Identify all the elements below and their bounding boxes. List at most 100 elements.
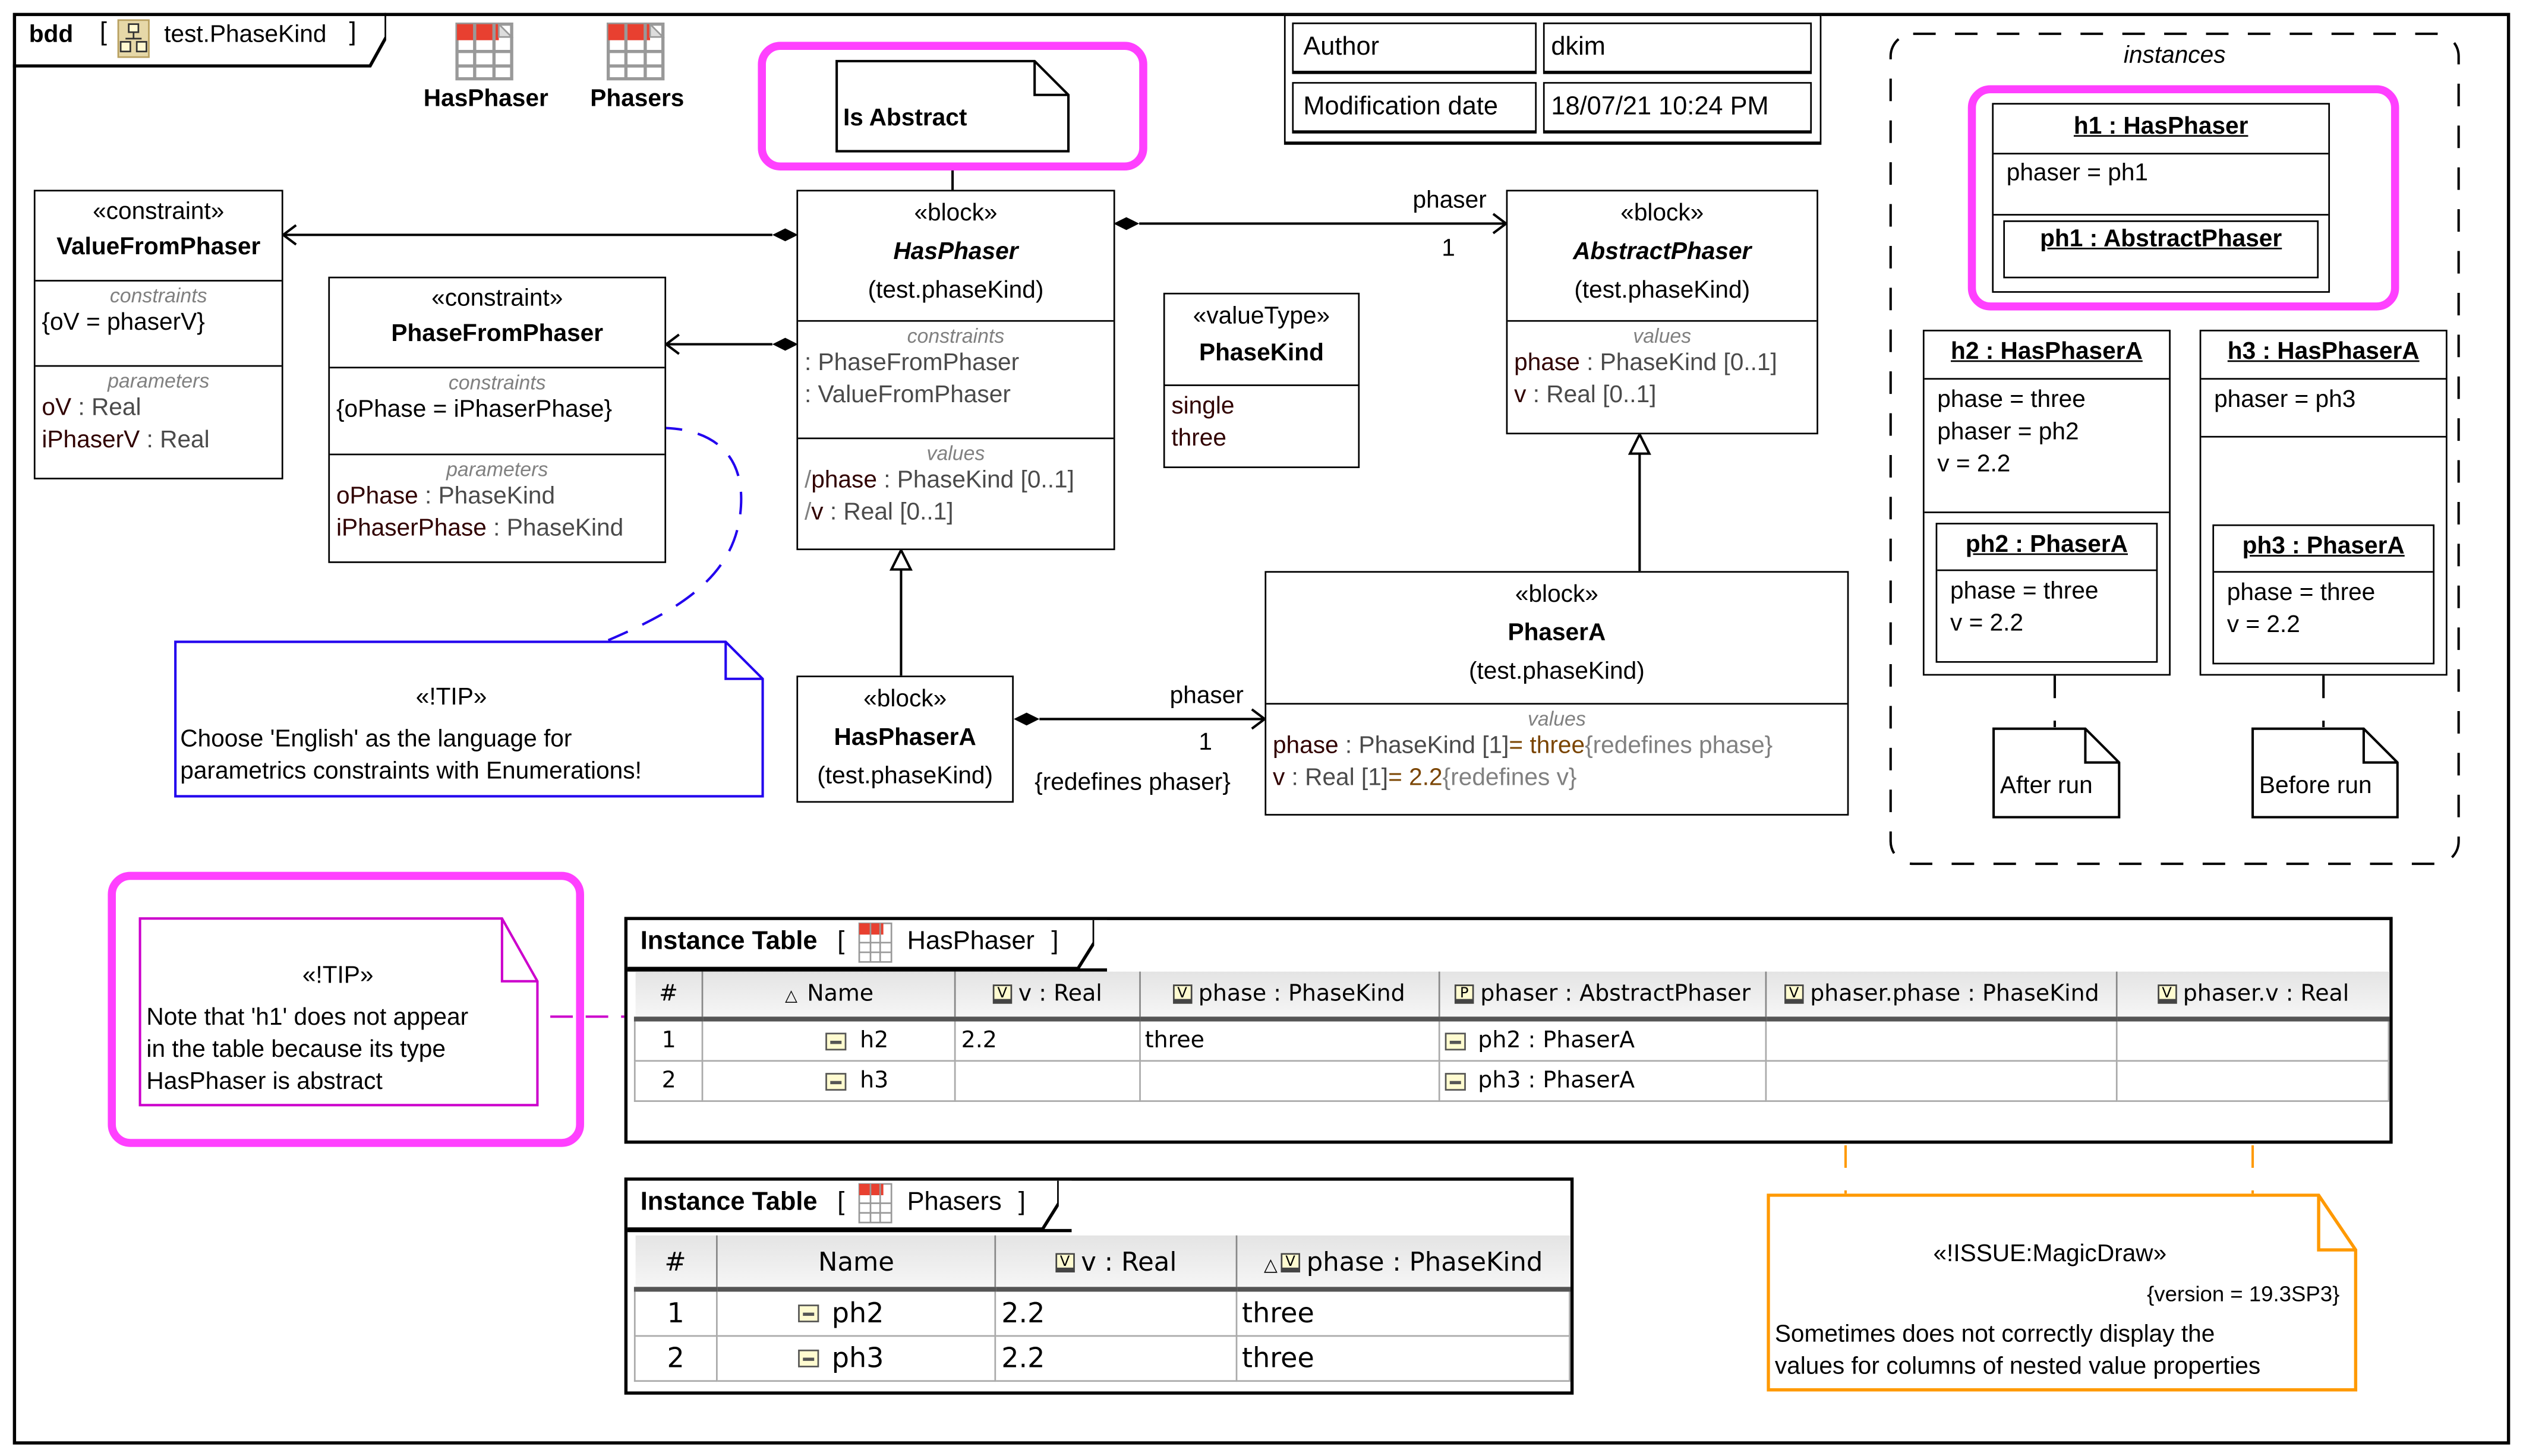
cell[interactable] — [954, 1060, 1140, 1102]
block-name: HasPhaser — [893, 238, 1018, 266]
note-shape — [1767, 1193, 2358, 1392]
instance-ph1[interactable]: ph1 : AbstractPhaser — [2003, 220, 2319, 279]
block-package: (test.phaseKind) — [1574, 276, 1751, 304]
composition-phasera — [1013, 708, 1267, 730]
assoc-multiplicity: 1 — [1199, 728, 1212, 756]
value-property-icon: V — [1172, 984, 1192, 1004]
column-header[interactable]: △Name — [703, 971, 957, 1022]
value-property-icon: V — [2157, 984, 2177, 1004]
valuetype-phasekind[interactable]: «valueType» PhaseKind single three — [1163, 292, 1360, 468]
constraint-expression: {oPhase = iPhaserPhase} — [336, 396, 613, 424]
instance-ph3[interactable]: ph3 : PhaserA phase = three v = 2.2 — [2212, 524, 2435, 665]
cell[interactable]: three — [1235, 1288, 1570, 1337]
cell[interactable] — [1765, 1018, 2118, 1062]
note-shape — [1992, 727, 2121, 819]
value-property-icon: V — [992, 984, 1012, 1004]
instance-h1[interactable]: h1 : HasPhaser phaser = ph1 ph1 : Abstra… — [1992, 103, 2330, 293]
cell[interactable]: 2.2 — [995, 1335, 1237, 1382]
block-abstractphaser[interactable]: «block» AbstractPhaser (test.phaseKind) … — [1506, 189, 1818, 435]
compartment-label: values — [1527, 708, 1586, 731]
instance-table-icon — [859, 922, 893, 963]
compartment-label: constraints — [109, 285, 207, 308]
stereotype: «block» — [1515, 580, 1598, 608]
column-header[interactable]: # — [635, 971, 704, 1022]
frame-kind: bdd — [29, 21, 74, 49]
instance-ph2[interactable]: ph2 : PhaserA phase = three v = 2.2 — [1935, 523, 2158, 663]
table-header-tab: Instance Table [ HasPhaser ] — [627, 920, 1108, 972]
slot: phase = three — [1950, 577, 2099, 605]
block-name: PhaserA — [1508, 619, 1606, 647]
cell[interactable]: three — [1138, 1018, 1440, 1062]
tip-note-language[interactable]: «!TIP» Choose 'English' as the language … — [174, 640, 764, 798]
diagram-frame — [12, 12, 2511, 1445]
block-name: PhaseKind — [1199, 339, 1324, 367]
slot: v = 2.2 — [2226, 611, 2300, 639]
note-stereotype: «!TIP» — [415, 683, 487, 711]
instance-title: ph1 : AbstractPhaser — [2040, 225, 2282, 253]
instance-h2[interactable]: h2 : HasPhaserA phase = three phaser = p… — [1922, 330, 2171, 676]
table-kind: Instance Table — [640, 1189, 818, 1217]
block-hasphasera[interactable]: «block» HasPhaserA (test.phaseKind) — [796, 675, 1014, 803]
instance-icon — [826, 1072, 847, 1090]
table-row[interactable]: 2 h3 ph3 : PhaserA — [633, 1060, 2390, 1102]
constraint-block-phasefromphaser[interactable]: «constraint» PhaseFromPhaser constraints… — [328, 276, 667, 563]
issue-note-magicdraw[interactable]: «!ISSUE:MagicDraw» {version = 19.3SP3} S… — [1767, 1193, 2359, 1393]
compartment-label: parameters — [446, 458, 548, 481]
note-before-run[interactable]: Before run — [2251, 727, 2399, 819]
table-row[interactable]: 1 h2 2.2 three ph2 : PhaserA — [633, 1018, 2390, 1062]
cell[interactable]: three — [1235, 1335, 1570, 1382]
table-name: HasPhaser — [907, 928, 1035, 956]
note-after-run[interactable]: After run — [1992, 727, 2121, 819]
constraint-block-valuefromphaser[interactable]: «constraint» ValueFromPhaser constraints… — [33, 189, 283, 479]
cell[interactable] — [2116, 1060, 2390, 1102]
cell[interactable]: 2.2 — [995, 1288, 1237, 1337]
value-property-icon: V — [1055, 1253, 1075, 1272]
cell[interactable]: ph3 : PhaserA — [1437, 1060, 1768, 1102]
block-name: ValueFromPhaser — [56, 233, 261, 261]
cell[interactable] — [1138, 1060, 1440, 1102]
slot: phaser = ph3 — [2214, 386, 2356, 413]
cell[interactable]: ph2 : PhaserA — [1437, 1018, 1768, 1062]
block-phasera[interactable]: «block» PhaserA (test.phaseKind) values … — [1264, 571, 1849, 816]
block-package: (test.phaseKind) — [1468, 658, 1645, 686]
frame-name: test.PhaseKind — [164, 21, 327, 49]
instance-icon — [1444, 1032, 1465, 1050]
stereotype: «valueType» — [1193, 302, 1330, 330]
column-header[interactable]: # — [635, 1235, 718, 1292]
compartment-label: parameters — [108, 369, 210, 393]
info-value: 18/07/21 10:24 PM — [1543, 82, 1812, 134]
column-header[interactable]: Name — [717, 1235, 997, 1292]
instance-icon — [797, 1305, 819, 1322]
note-is-abstract[interactable]: Is Abstract — [835, 59, 1070, 153]
cell[interactable] — [2116, 1018, 2390, 1062]
part-property-icon: P — [1454, 984, 1474, 1004]
enum-literal: three — [1171, 424, 1226, 452]
compartment-label: constraints — [448, 371, 546, 394]
table-header-tab: Instance Table [ Phasers ] — [627, 1180, 1072, 1233]
table-shortcut-hasphaser[interactable]: HasPhaser — [412, 22, 560, 119]
cell[interactable] — [1765, 1060, 2118, 1102]
assoc-constraint: {redefines phaser} — [1035, 769, 1231, 797]
instance-h3[interactable]: h3 : HasPhaserA phaser = ph3 ph3 : Phase… — [2199, 330, 2448, 676]
table-row[interactable]: 2 ph3 2.2 three — [633, 1335, 1570, 1382]
block-hasphaser[interactable]: «block» HasPhaser (test.phaseKind) const… — [796, 189, 1115, 551]
table-shortcut-label: HasPhaser — [423, 85, 548, 113]
value-property: v : Real [1]= 2.2{redefines v} — [1272, 764, 1577, 792]
composition-phasefromphaser — [664, 333, 799, 355]
cell[interactable]: 2.2 — [954, 1018, 1140, 1062]
table-row[interactable]: 1 ph2 2.2 three — [633, 1288, 1570, 1337]
table-shortcut-phasers[interactable]: Phasers — [579, 22, 695, 119]
